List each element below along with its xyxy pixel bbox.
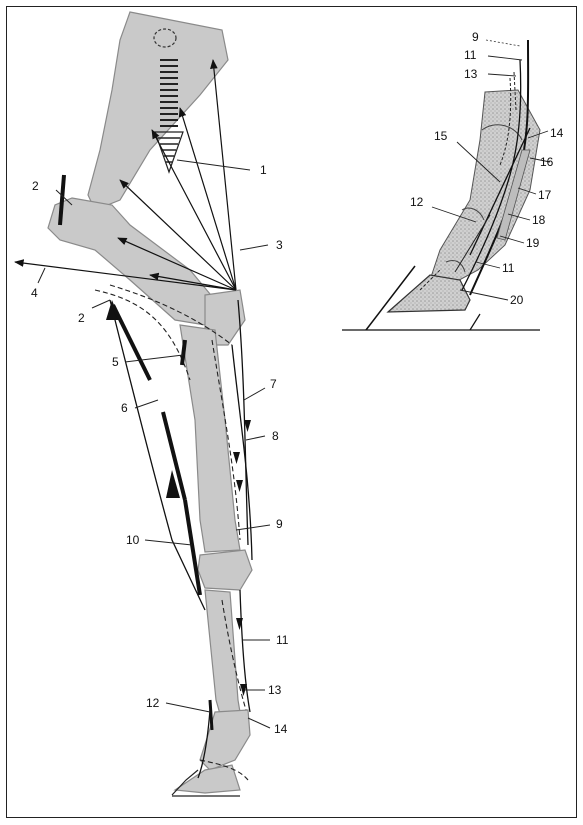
inset-pastern xyxy=(430,90,540,285)
inset-label-16: 16 xyxy=(540,155,554,169)
hoof-inset xyxy=(342,40,540,330)
inset-label-12: 12 xyxy=(410,195,424,209)
main-label-4: 4 xyxy=(31,286,38,300)
main-label-6: 6 xyxy=(121,401,128,415)
inset-label-11-top: 11 xyxy=(464,48,477,62)
cannon-bone xyxy=(205,590,240,714)
main-label-14: 14 xyxy=(274,722,288,736)
inset-label-19: 19 xyxy=(526,236,540,250)
main-label-2-upper: 2 xyxy=(32,179,39,193)
humerus-bone xyxy=(48,198,215,325)
main-label-11: 11 xyxy=(276,633,289,647)
main-label-8: 8 xyxy=(272,429,279,443)
inset-label-20: 20 xyxy=(510,293,524,307)
main-label-2-lower: 2 xyxy=(78,311,85,325)
main-label-5: 5 xyxy=(112,355,119,369)
main-label-9: 9 xyxy=(276,517,283,531)
inset-hoof xyxy=(388,275,470,312)
main-label-10: 10 xyxy=(126,533,140,547)
main-label-7: 7 xyxy=(270,377,277,391)
main-label-12: 12 xyxy=(146,696,160,710)
main-label-13: 13 xyxy=(268,683,282,697)
inset-label-18: 18 xyxy=(532,213,546,227)
hoof-bone xyxy=(175,765,240,793)
inset-label-11-bottom: 11 xyxy=(502,261,515,275)
main-label-1: 1 xyxy=(260,163,267,177)
inset-label-9: 9 xyxy=(472,30,479,44)
main-label-3: 3 xyxy=(276,238,283,252)
pastern-bones xyxy=(200,710,250,770)
inset-label-17: 17 xyxy=(538,188,552,202)
carpus-bones xyxy=(198,550,252,590)
inset-label-13: 13 xyxy=(464,67,478,81)
scapula-bone xyxy=(88,12,228,210)
inset-label-14: 14 xyxy=(550,126,564,140)
inset-label-15: 15 xyxy=(434,129,448,143)
